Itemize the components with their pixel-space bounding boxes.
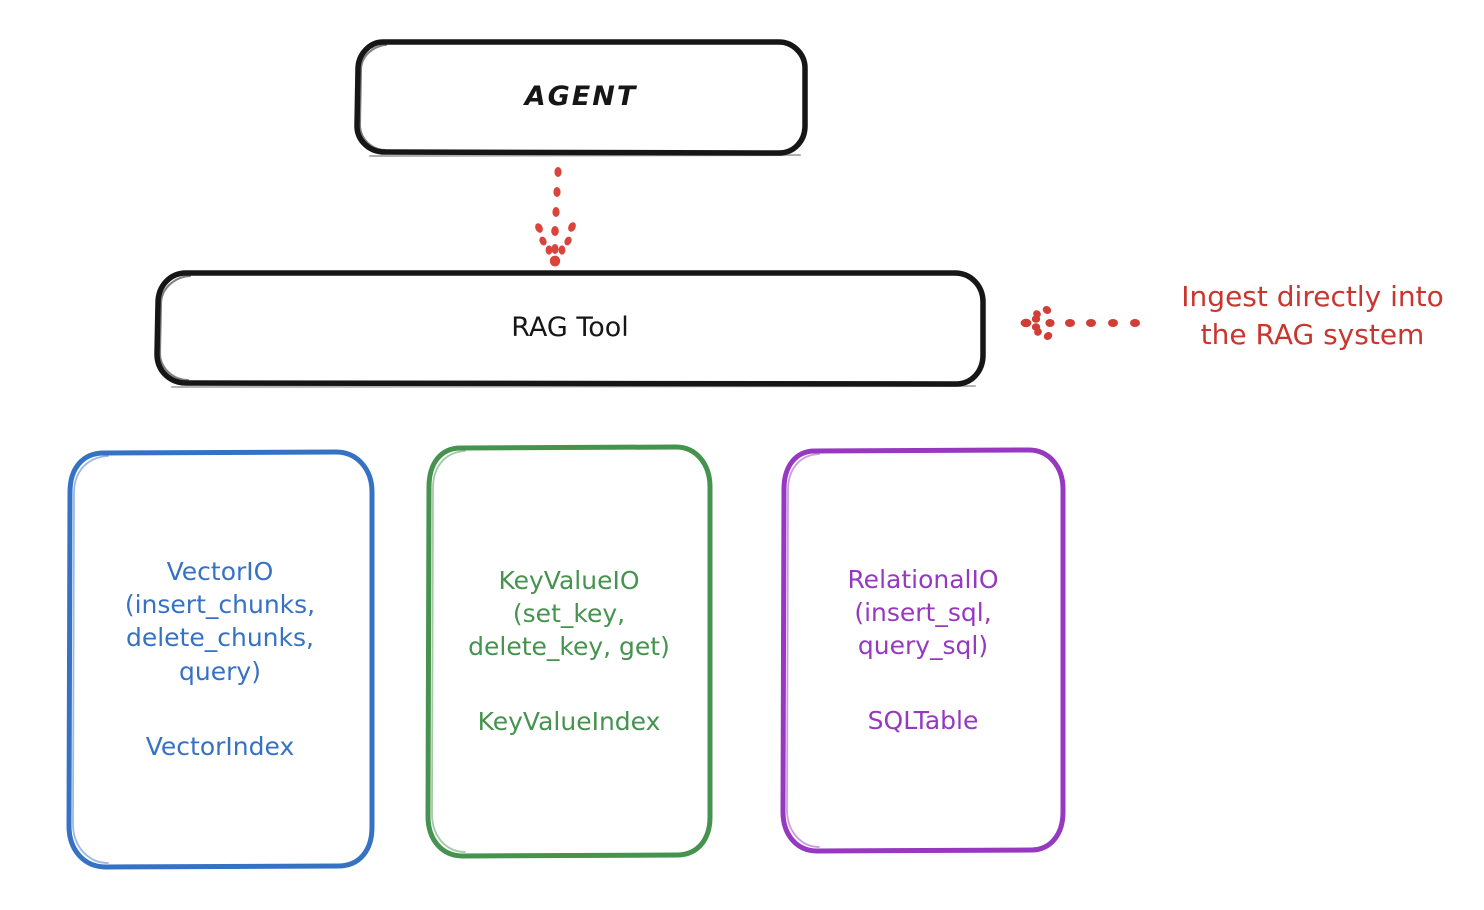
key-value-io-box[interactable] [425, 444, 713, 859]
agent-to-rag-arrow [535, 167, 576, 267]
relational-io-box[interactable] [780, 447, 1066, 854]
vector-io-box-outline [66, 449, 375, 870]
rag-tool-box[interactable] [154, 270, 986, 388]
relational-io-box-sketch-accent [786, 453, 820, 848]
ingest-arrow [1020, 305, 1140, 341]
vector-io-box-sketch-accent [72, 455, 109, 864]
relational-io-box-outline [780, 447, 1066, 854]
vector-io-box[interactable] [66, 449, 375, 870]
key-value-io-box-outline [425, 444, 713, 859]
agent-box[interactable] [354, 39, 808, 157]
rag-tool-box-outline [154, 270, 986, 387]
rag-tool-box-shadow-line [171, 385, 976, 388]
agent-box-shadow-line [369, 154, 801, 157]
rag-tool-box-sketch-accent [158, 275, 191, 381]
agent-box-sketch-accent [358, 44, 387, 151]
key-value-io-box-sketch-accent [431, 450, 466, 853]
agent-box-outline [354, 39, 808, 156]
